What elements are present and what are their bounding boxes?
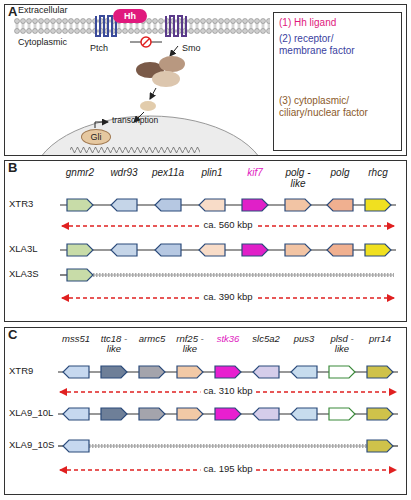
gene-arrow bbox=[199, 244, 225, 256]
ligand-label: Hh bbox=[124, 11, 136, 21]
gene-arrow bbox=[242, 199, 268, 211]
pathway-arrow bbox=[150, 88, 156, 99]
gene-arrow bbox=[177, 408, 203, 420]
gli-factor: Gli bbox=[81, 129, 111, 145]
deleted-region bbox=[93, 273, 394, 277]
gene-arrow bbox=[177, 366, 203, 378]
gene-arrow bbox=[139, 408, 165, 420]
gene-arrow bbox=[67, 199, 93, 211]
gene-arrow bbox=[101, 408, 127, 420]
gene-name: plin1 bbox=[195, 167, 229, 178]
gene-arrow bbox=[111, 244, 137, 256]
gene-arrow bbox=[139, 366, 165, 378]
receptor-label: Smo bbox=[182, 44, 201, 54]
gene-arrow bbox=[329, 408, 355, 420]
gene-arrow bbox=[111, 199, 137, 211]
gene-name: rhcg bbox=[361, 167, 395, 178]
gene-arrow bbox=[101, 366, 127, 378]
species-label: XLA3S bbox=[9, 269, 39, 279]
gene-arrow bbox=[365, 199, 391, 211]
gene-arrow bbox=[365, 244, 391, 256]
gene-arrow bbox=[242, 244, 268, 256]
gene-arrow bbox=[67, 269, 93, 281]
process-label: transcription bbox=[112, 116, 158, 125]
gene-name: polg bbox=[323, 167, 357, 178]
gene-name: kif7 bbox=[238, 167, 272, 178]
compartment-label: Cytoplasmic bbox=[18, 38, 67, 48]
gene-arrow bbox=[155, 199, 181, 211]
deleted-region bbox=[93, 275, 394, 276]
species-label: XLA9_10L bbox=[9, 408, 53, 418]
gene-name: slc5a2 bbox=[250, 334, 282, 344]
gene-arrow bbox=[329, 366, 355, 378]
size-label: ca. 390 kbp bbox=[200, 292, 255, 302]
panel-letter: C bbox=[8, 328, 17, 343]
panel-letter: B bbox=[8, 161, 17, 176]
gene-arrow bbox=[327, 244, 353, 256]
gene-arrow bbox=[253, 408, 279, 420]
gene-arrow bbox=[63, 440, 89, 452]
gene-arrow bbox=[215, 408, 241, 420]
gene-name: armc5 bbox=[136, 334, 168, 344]
size-label: ca. 310 kbp bbox=[200, 386, 255, 396]
receptor-label: Ptch bbox=[90, 44, 108, 54]
dna bbox=[70, 147, 200, 153]
gene-name: rnf25 -like bbox=[174, 334, 206, 355]
gene-arrow bbox=[367, 366, 393, 378]
factor-label: Gli bbox=[91, 132, 102, 142]
gene-arrow bbox=[215, 366, 241, 378]
inhibition-symbol bbox=[141, 37, 151, 47]
gene-arrow bbox=[155, 244, 181, 256]
gene-arrow bbox=[63, 408, 89, 420]
species-label: XTR9 bbox=[9, 366, 33, 376]
nucleus bbox=[32, 116, 268, 155]
gene-arrow bbox=[327, 199, 353, 211]
legend-entry: (1) Hh ligand bbox=[279, 17, 379, 29]
gene-name: stk36 bbox=[212, 334, 244, 344]
gene-arrow bbox=[285, 244, 311, 256]
gene-name: polg -like bbox=[281, 167, 315, 189]
gene-arrow bbox=[291, 408, 317, 420]
gene-name: mss51 bbox=[60, 334, 92, 344]
gene-name: wdr93 bbox=[107, 167, 141, 178]
smo-receptor bbox=[166, 16, 186, 36]
size-label: ca. 560 kbp bbox=[200, 220, 255, 230]
deleted-region bbox=[89, 444, 367, 448]
panel-box: A HhGli (1) Hh ligand (2) receptor/ membran… bbox=[4, 4, 407, 156]
ligand-blob: Hh bbox=[113, 9, 147, 23]
gene-arrow bbox=[367, 440, 393, 452]
gene-arrow bbox=[367, 408, 393, 420]
compartment-label: Extracellular bbox=[18, 6, 68, 16]
gene-arrow bbox=[63, 366, 89, 378]
inhibition-symbol bbox=[143, 39, 150, 46]
legend-entry: (3) cytoplasmic/ ciliary/nuclear factor bbox=[279, 95, 379, 118]
gene-arrow bbox=[199, 199, 225, 211]
processed-gli bbox=[140, 101, 156, 111]
species-label: XLA3L bbox=[9, 244, 38, 254]
gene-arrow bbox=[67, 244, 93, 256]
legend-box: (1) Hh ligand (2) receptor/ membrane fact… bbox=[273, 12, 402, 151]
protein-complex bbox=[159, 56, 185, 72]
gene-arrow bbox=[285, 199, 311, 211]
legend-entry: (2) receptor/ membrane factor bbox=[279, 33, 379, 56]
species-label: XTR3 bbox=[9, 199, 33, 209]
size-label: ca. 195 kbp bbox=[200, 464, 255, 474]
transcription-arrow bbox=[95, 122, 108, 128]
gene-name: pex11a bbox=[151, 167, 185, 178]
gene-arrow bbox=[253, 366, 279, 378]
gene-name: ttc18 -like bbox=[98, 334, 130, 355]
deleted-region bbox=[89, 446, 367, 447]
protein-complex bbox=[152, 71, 180, 87]
gene-arrow bbox=[291, 366, 317, 378]
panel-letter: A bbox=[8, 5, 17, 20]
species-label: XLA9_10S bbox=[9, 440, 54, 450]
gene-name: gnmr2 bbox=[63, 167, 97, 178]
gene-name: prr14 bbox=[364, 334, 396, 344]
gene-name: plsd -like bbox=[326, 334, 358, 355]
gene-name: pus3 bbox=[288, 334, 320, 344]
pathway-arrow bbox=[170, 46, 178, 56]
